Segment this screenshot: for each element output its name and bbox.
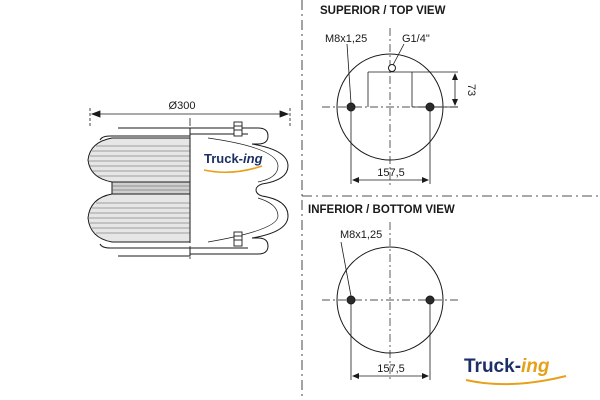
footer-logo-accent: ing xyxy=(521,356,550,377)
girdle-ring xyxy=(111,181,191,195)
bottom-spacing-dimension xyxy=(350,304,431,380)
bottom-stud-hole-left xyxy=(346,295,356,305)
bellows-left-half xyxy=(87,118,191,262)
offset-label: 73 xyxy=(465,84,477,96)
top-thread-label: M8x1,25 xyxy=(325,33,367,45)
top-view: SUPERIOR / TOP VIEW 73 M8x1,25 G1/4" xyxy=(320,5,477,188)
bottom-view-title: INFERIOR / BOTTOM VIEW xyxy=(308,204,455,216)
side-view: Ø300 xyxy=(87,100,291,262)
top-stud-hole-right xyxy=(425,102,435,112)
air-port-hole xyxy=(388,64,396,72)
upper-convolution xyxy=(87,137,191,183)
diameter-label: Ø300 xyxy=(169,100,196,112)
bottom-stud-hole-right xyxy=(425,295,435,305)
side-view-logo-swoosh xyxy=(203,165,263,174)
top-stud xyxy=(233,121,243,137)
footer-logo: Truck-ing xyxy=(464,356,567,386)
bottom-stud xyxy=(233,231,243,247)
top-spacing-label: 157,5 xyxy=(377,167,405,179)
bottom-view: INFERIOR / BOTTOM VIEW M8x1,25 157,5 xyxy=(308,204,458,382)
bottom-spacing-label: 157,5 xyxy=(377,363,405,375)
top-spacing-dimension xyxy=(350,111,431,184)
svg-text:Truck-ing: Truck-ing xyxy=(464,356,550,377)
top-stud-hole-left xyxy=(346,102,356,112)
footer-logo-main: Truck- xyxy=(464,356,521,377)
port-label: G1/4" xyxy=(402,33,430,45)
side-view-logo: Truck-ing xyxy=(204,151,263,166)
bottom-thread-label: M8x1,25 xyxy=(340,229,382,241)
diameter-dimension xyxy=(89,108,291,128)
port-offset-geometry xyxy=(367,71,458,108)
top-view-title: SUPERIOR / TOP VIEW xyxy=(320,5,446,17)
footer-logo-swoosh xyxy=(465,375,567,386)
bellows-right-half xyxy=(190,127,289,255)
